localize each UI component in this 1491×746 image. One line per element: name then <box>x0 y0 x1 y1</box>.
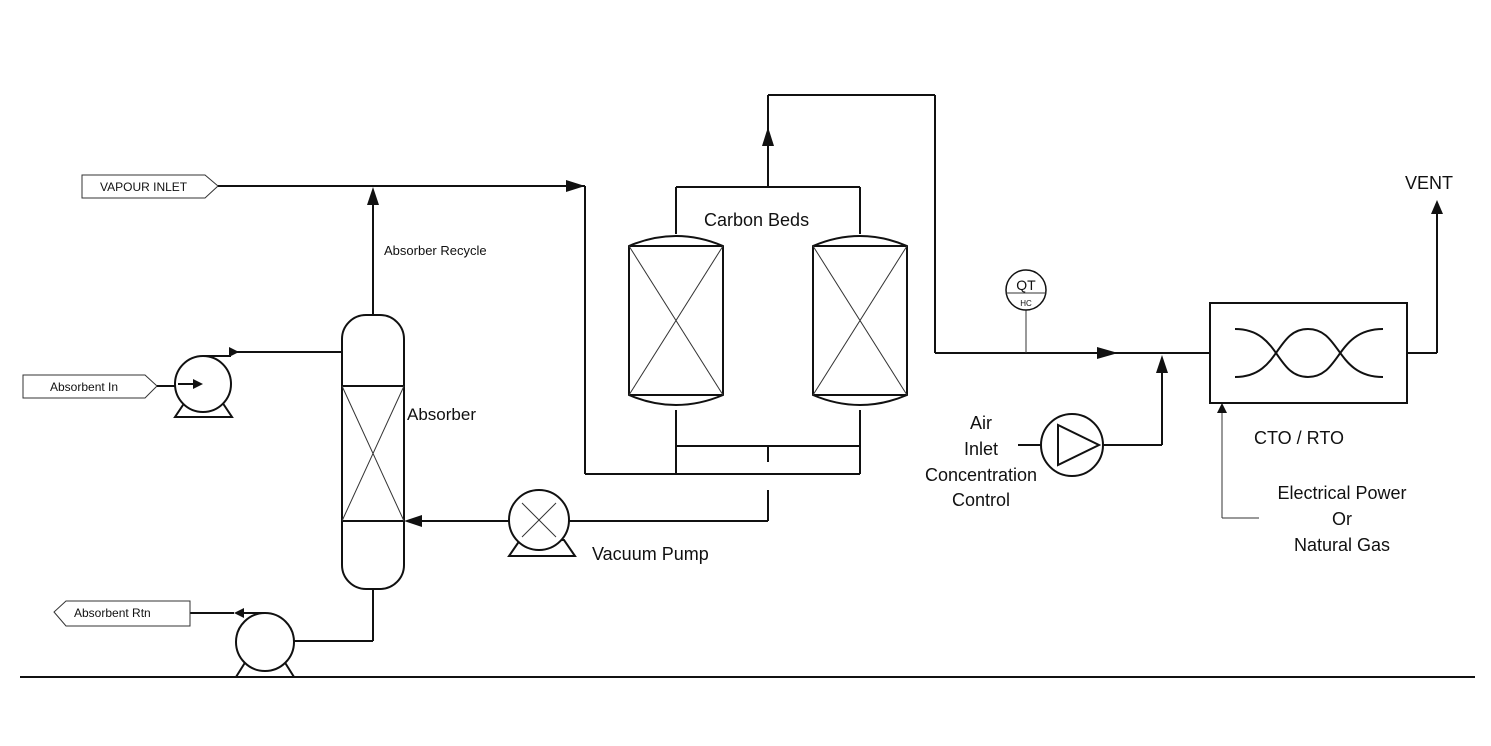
vent-arrow <box>1431 200 1443 214</box>
vapour-line-arrow <box>566 180 585 192</box>
cto-rto-label: CTO / RTO <box>1254 428 1344 448</box>
hc-tag-label: HC <box>1020 299 1032 308</box>
carbon-bed-right <box>812 235 908 406</box>
absorbent-rtn-tag: Absorbent Rtn <box>53 600 191 627</box>
carbon-beds-label: Carbon Beds <box>704 210 809 230</box>
qt-tag-label: QT <box>1016 277 1036 293</box>
air-inlet-arrow <box>1156 355 1168 373</box>
absorber-column <box>341 314 405 590</box>
qt-analyzer-icon: QT HC <box>1005 269 1047 353</box>
oxidizer-feed-arrow <box>1097 347 1118 359</box>
vapour-inlet-label: VAPOUR INLET <box>100 180 188 194</box>
air-inlet-label-line4: Control <box>952 490 1010 510</box>
vacuum-pump-label: Vacuum Pump <box>592 544 709 564</box>
air-inlet-label-line1: Air <box>970 413 992 433</box>
fuel-supply-label-line3: Natural Gas <box>1294 535 1390 555</box>
vapour-inlet-tag: VAPOUR INLET <box>81 174 219 199</box>
air-inlet-label-line2: Inlet <box>964 439 998 459</box>
absorbent-rtn-label: Absorbent Rtn <box>74 606 151 620</box>
absorber-recycle-label: Absorber Recycle <box>384 243 487 258</box>
beds-outlet-arrow <box>762 127 774 146</box>
absorbent-in-tag: Absorbent In <box>22 374 158 399</box>
absorber-recycle-arrow <box>367 187 379 205</box>
fuel-supply-label-line1: Electrical Power <box>1277 483 1406 503</box>
absorbent-in-label: Absorbent In <box>50 380 118 394</box>
vent-label: VENT <box>1405 173 1453 193</box>
fuel-supply-label: Electrical Power Or Natural Gas <box>1277 483 1406 555</box>
fuel-supply-arrow <box>1217 403 1227 413</box>
air-inlet-label-line3: Concentration <box>925 465 1037 485</box>
vacuum-pump-icon <box>507 489 577 557</box>
absorbent-rtn-pump-icon <box>234 608 296 678</box>
fuel-supply-label-line2: Or <box>1332 509 1352 529</box>
vacuum-return-arrow <box>404 515 422 527</box>
carbon-bed-left <box>628 235 724 406</box>
cto-rto-oxidizer <box>1209 302 1408 404</box>
air-inlet-label: Air Inlet Concentration Control <box>925 413 1037 510</box>
absorber-label: Absorber <box>407 405 476 424</box>
absorbent-in-pump-icon <box>173 355 234 418</box>
